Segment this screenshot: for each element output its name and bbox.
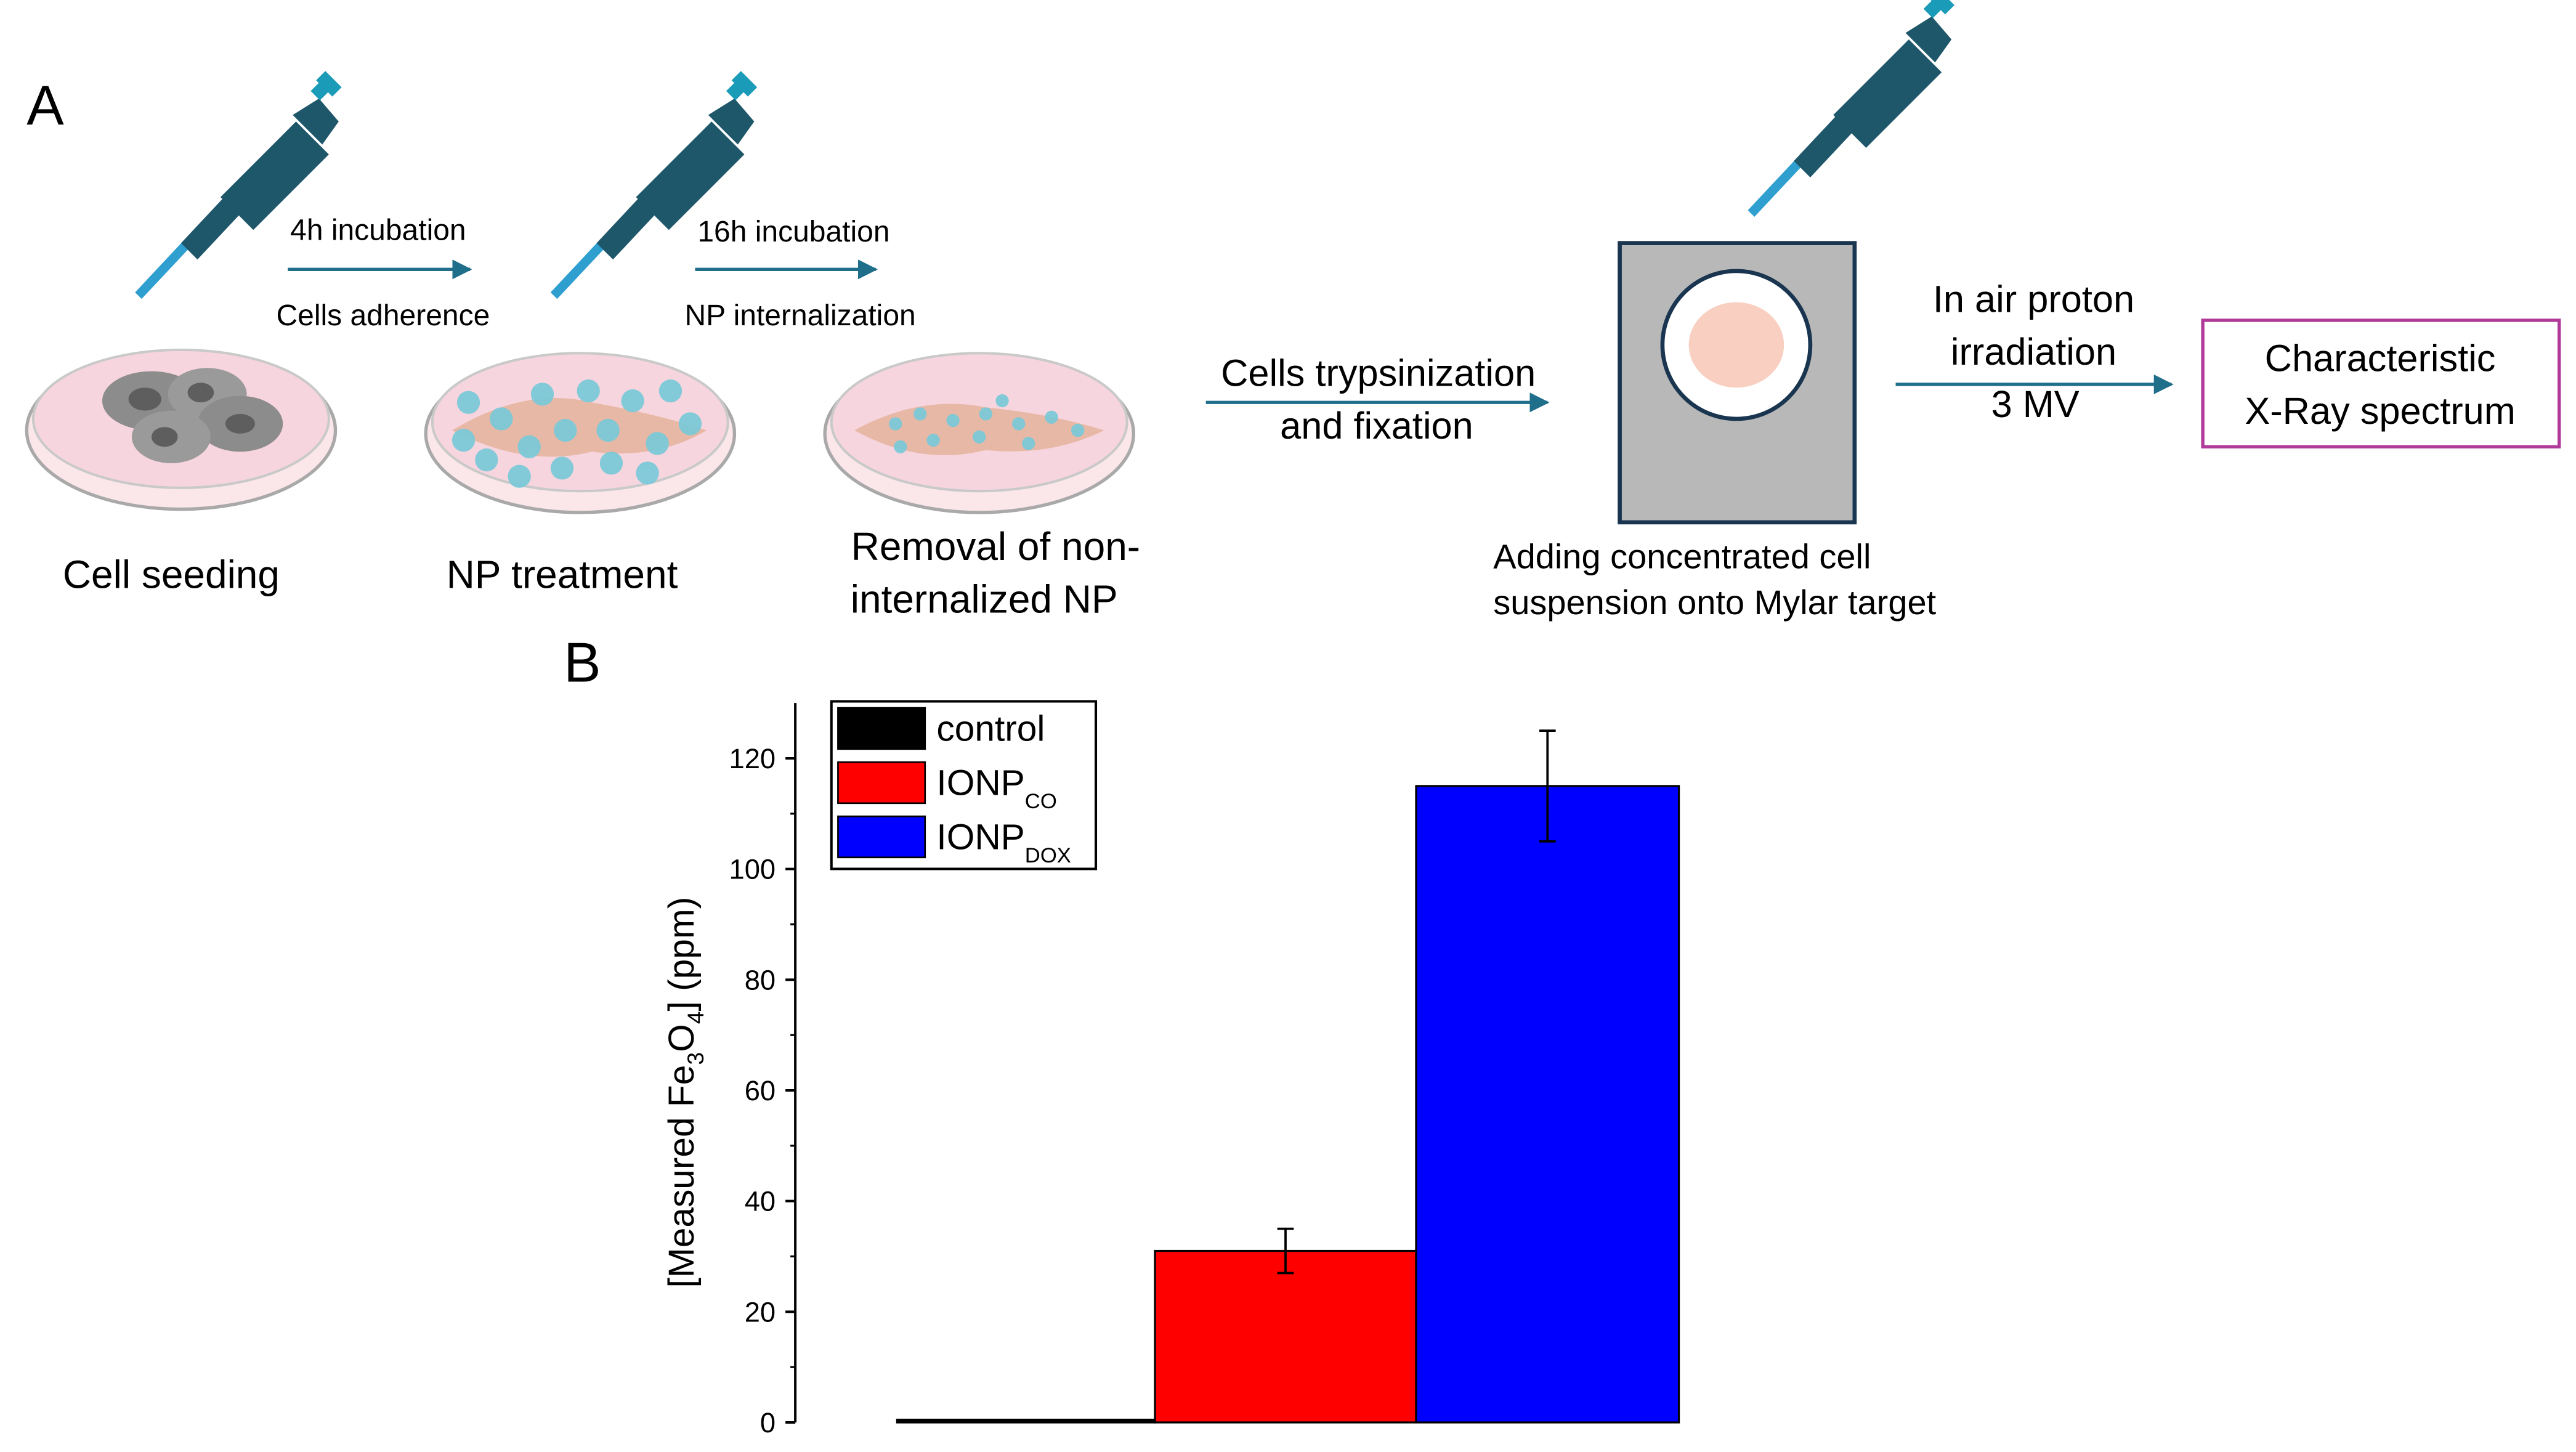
caption-adding-line1: Adding concentrated cell bbox=[1493, 537, 1871, 576]
arrow-3-label-line2: and fixation bbox=[1280, 404, 1473, 447]
arrow-step-3: Cells trypsinization and fixation bbox=[1205, 352, 1550, 447]
y-tick-label: 60 bbox=[745, 1075, 776, 1106]
petri-dish-np-treatment bbox=[424, 352, 737, 514]
result-line2: X-Ray spectrum bbox=[2245, 389, 2516, 432]
arrow-step-2: 16h incubation NP internalization bbox=[685, 216, 916, 332]
y-tick-label: 100 bbox=[729, 854, 776, 885]
arrow-4-label-line3: 3 MV bbox=[1991, 383, 2080, 425]
caption-removal-line2: internalized NP bbox=[851, 577, 1118, 622]
pipette-icon bbox=[1748, 0, 1954, 217]
result-box: Characteristic X-Ray spectrum bbox=[2201, 318, 2561, 448]
legend-swatch bbox=[837, 707, 926, 750]
chart-axes: 0 20 40 60 80 100 120 bbox=[729, 703, 797, 1438]
y-tick-label: 80 bbox=[745, 964, 776, 996]
legend-swatch bbox=[837, 761, 926, 805]
caption-np-treatment: NP treatment bbox=[447, 553, 678, 597]
arrow-2-label-bottom: NP internalization bbox=[685, 299, 916, 332]
y-tick-label: 40 bbox=[745, 1186, 776, 1217]
arrow-1-label-top: 4h incubation bbox=[290, 214, 466, 246]
sample-spot bbox=[1688, 302, 1784, 388]
y-axis-label: [Measured Fe3O4] (ppm) bbox=[662, 897, 708, 1288]
caption-adding-line2: suspension onto Mylar target bbox=[1493, 583, 1936, 622]
y-tick-label: 120 bbox=[729, 743, 776, 774]
legend-label: control bbox=[936, 708, 1045, 748]
bar-control bbox=[896, 1418, 1156, 1424]
result-line1: Characteristic bbox=[2265, 337, 2496, 379]
panel-a-label: A bbox=[26, 75, 64, 137]
arrow-step-4: In air proton irradiation 3 MV bbox=[1895, 278, 2174, 425]
y-tick-label: 0 bbox=[760, 1407, 776, 1438]
arrow-1-label-bottom: Cells adherence bbox=[276, 299, 490, 332]
arrow-4-label-line1: In air proton bbox=[1933, 278, 2134, 320]
petri-dish-cell-seeding bbox=[25, 348, 338, 511]
mylar-target bbox=[1618, 241, 1857, 525]
bar-ionp-dox bbox=[1415, 785, 1680, 1424]
pipette-icon bbox=[550, 71, 758, 299]
caption-removal-line1: Removal of non- bbox=[851, 524, 1140, 569]
arrow-3-label-line1: Cells trypsinization bbox=[1221, 352, 1536, 394]
panel-b-label: B bbox=[564, 632, 601, 694]
chart-bars bbox=[896, 729, 1680, 1424]
caption-cell-seeding: Cell seeding bbox=[63, 553, 280, 597]
arrow-step-1: 4h incubation Cells adherence bbox=[276, 214, 490, 332]
legend-swatch bbox=[837, 815, 926, 859]
pipette-icon bbox=[135, 71, 342, 299]
arrow-2-label-top: 16h incubation bbox=[697, 216, 889, 248]
bar-ionp-co bbox=[1154, 1249, 1417, 1424]
petri-dish-removal bbox=[823, 352, 1136, 514]
y-tick-label: 20 bbox=[745, 1296, 776, 1328]
arrow-4-label-line2: irradiation bbox=[1951, 330, 2116, 373]
